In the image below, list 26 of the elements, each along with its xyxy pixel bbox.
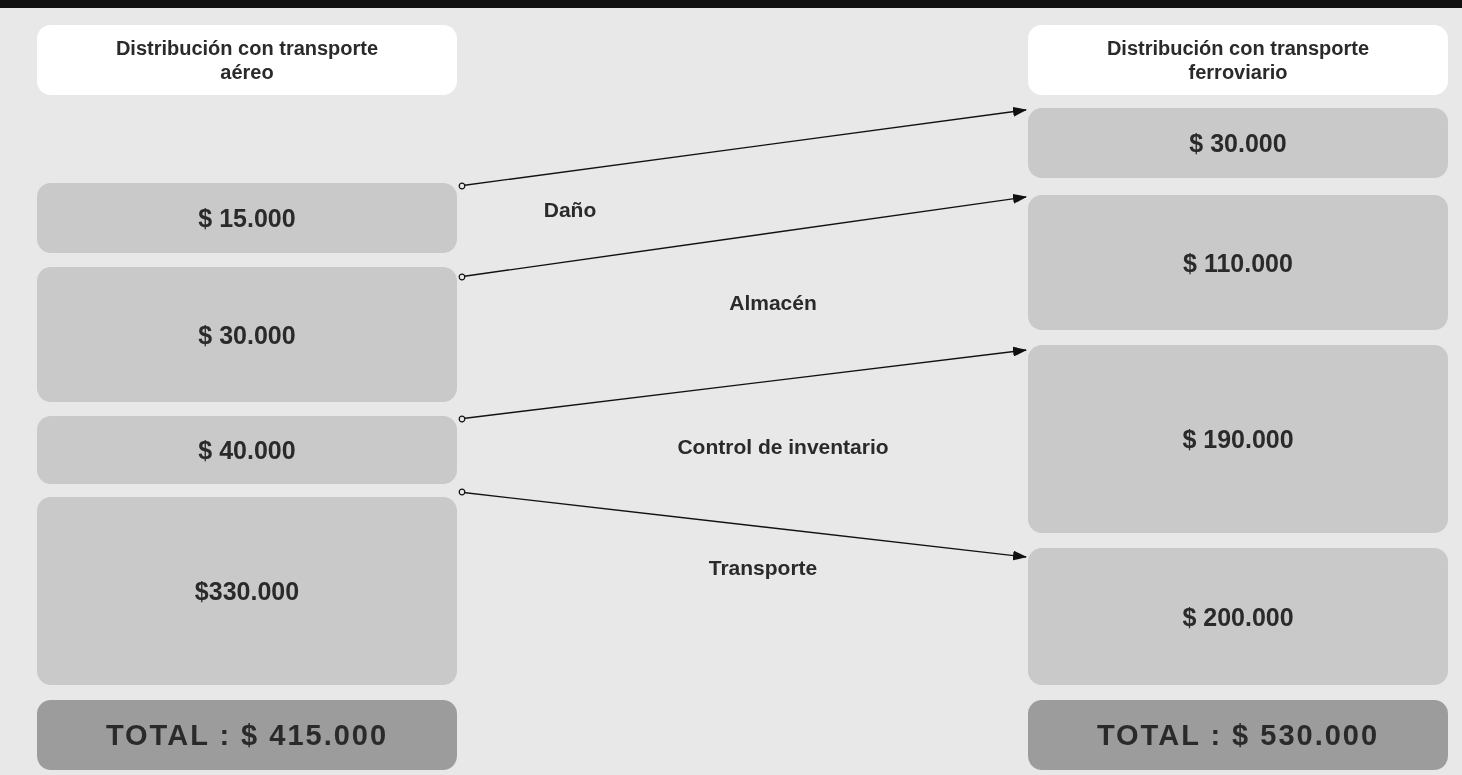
cost-amount: $ 200.000 (1182, 601, 1294, 632)
arrow (458, 106, 1027, 190)
cost-amount: $ 40.000 (198, 435, 296, 465)
cost-amount: $330.000 (194, 576, 300, 606)
cost-amount: $ 110.000 (1183, 247, 1293, 278)
arrow (458, 193, 1027, 281)
cost-amount: $ 190.000 (1182, 424, 1294, 454)
total-amount: TOTAL : $ 530.000 (1096, 717, 1380, 753)
value-box (1028, 195, 1448, 330)
column-heading: Distribución con transporte ferroviario (1105, 36, 1371, 84)
column-heading: Distribución con transporte aéreo (114, 36, 380, 84)
value-box (37, 183, 457, 253)
value-box (1028, 108, 1448, 178)
total-box (37, 700, 457, 770)
cost-amount: $ 15.000 (198, 203, 296, 233)
value-box (37, 267, 457, 402)
value-box (1028, 345, 1448, 533)
value-box (37, 497, 457, 685)
cost-amount: $ 30.000 (198, 319, 296, 350)
value-box (1028, 548, 1448, 685)
total-amount: TOTAL : $ 415.000 (105, 717, 389, 753)
total-box (1028, 700, 1448, 770)
arrow (458, 488, 1027, 561)
value-box (37, 416, 457, 484)
arrow (458, 346, 1027, 423)
cost-amount: $ 30.000 (1189, 128, 1287, 158)
